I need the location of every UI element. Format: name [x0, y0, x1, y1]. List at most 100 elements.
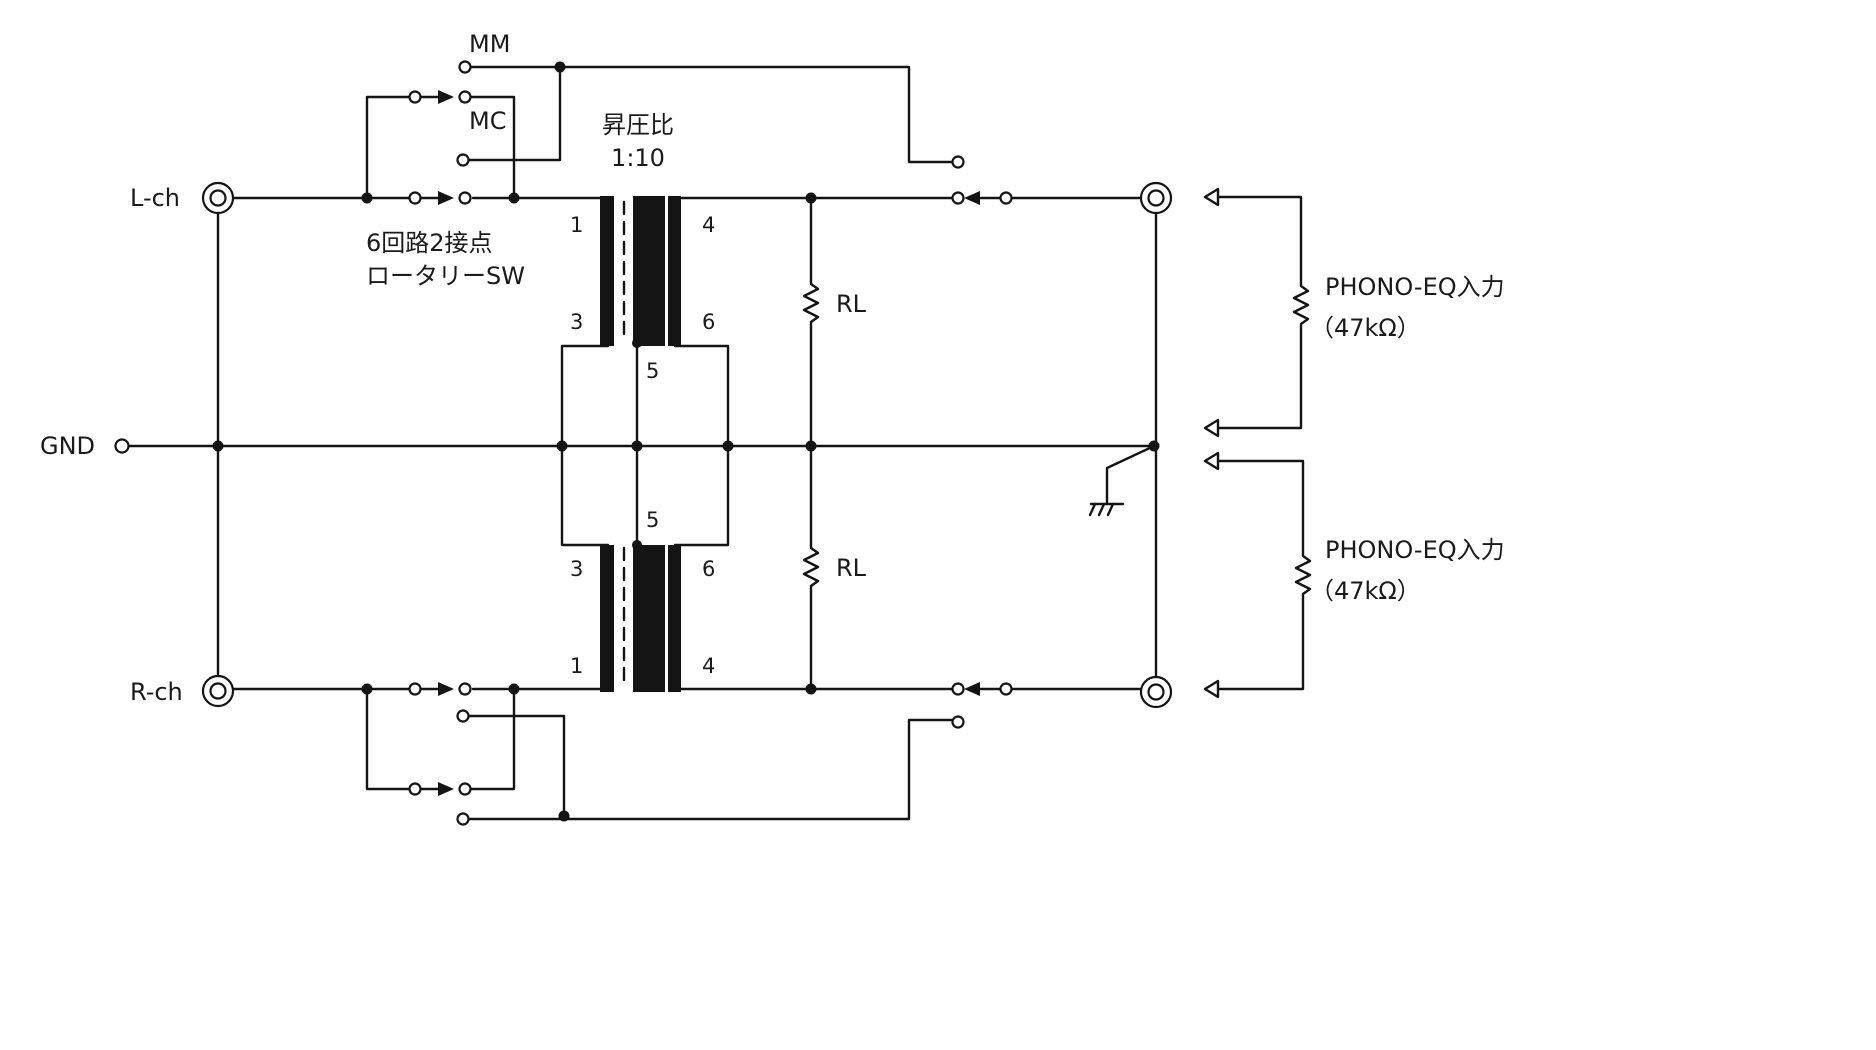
lch-mc-return-wire — [469, 95, 516, 200]
pin-label: 6 — [702, 557, 715, 581]
lch-mm-bus-wire — [463, 65, 958, 164]
switch-contact — [408, 782, 422, 796]
pin-label: 3 — [570, 310, 583, 334]
pin-label: 4 — [702, 654, 715, 678]
switch-label-line1: 6回路2接点 — [366, 229, 493, 257]
mc-label: MC — [469, 107, 506, 135]
junction-dot — [805, 440, 817, 452]
bottom-secondary-high-wire — [673, 444, 730, 547]
lch-output-jack — [1139, 181, 1173, 215]
junction-dot — [805, 683, 817, 695]
switch-contact — [408, 191, 422, 205]
switch-contact — [458, 191, 472, 205]
junction-dot — [361, 192, 373, 204]
rch-mm-bus-wire — [463, 718, 958, 821]
switch-contacts — [408, 60, 1013, 826]
circuit-schematic: MM MC 昇圧比 1:10 L-ch R-ch GND 6回路2接点 ロータリ… — [40, 30, 1505, 826]
labels: MM MC 昇圧比 1:10 L-ch R-ch GND 6回路2接点 ロータリ… — [40, 30, 1505, 706]
switch-contact — [456, 812, 470, 826]
phono-top-load-wire — [1216, 195, 1310, 430]
junction-dot — [631, 440, 643, 452]
bottom-rl-resistor — [802, 546, 820, 588]
jacks — [114, 181, 1220, 709]
top-secondary-winding — [668, 196, 681, 346]
switch-contact-mm-lch — [458, 60, 472, 74]
pin-label: 5 — [646, 508, 659, 532]
pin-label: 5 — [646, 359, 659, 383]
phono-top-label: PHONO-EQ入力 — [1325, 273, 1505, 301]
junction-dot — [554, 61, 566, 73]
pin-label: 4 — [702, 213, 715, 237]
mm-label: MM — [469, 30, 510, 58]
switch-arrow-icon — [964, 191, 980, 205]
switch-arrow-icon — [438, 682, 454, 696]
pin-label: 6 — [702, 310, 715, 334]
junction-dot — [556, 440, 568, 452]
junctions — [212, 61, 1160, 822]
pin-label: 3 — [570, 557, 583, 581]
top-primary-winding — [600, 196, 614, 346]
chassis-ground-wire — [1105, 444, 1156, 506]
top-primary-low-wire — [560, 344, 610, 448]
rch-mc-contact-wire — [463, 714, 566, 818]
bottom-secondary-winding — [668, 545, 681, 692]
gnd-terminal — [114, 438, 130, 454]
top-core — [633, 196, 665, 346]
pin-label: 1 — [570, 654, 583, 678]
lch-mc-bridge-wire — [365, 95, 415, 200]
switch-contact — [408, 90, 422, 104]
lch-label: L-ch — [130, 184, 180, 212]
pin-label: 1 — [570, 213, 583, 237]
switch-arrow-icon — [438, 191, 454, 205]
switch-contact-mc-lch — [456, 153, 470, 167]
bottom-primary-high-wire — [560, 444, 610, 547]
junction-dot — [212, 440, 224, 452]
junction-dot — [558, 810, 570, 822]
phono-input-arrow-icon — [1203, 679, 1220, 699]
phono-bottom-impedance-label: （47kΩ） — [1310, 577, 1421, 605]
gnd-label: GND — [40, 432, 95, 460]
rl-top-label: RL — [836, 290, 867, 318]
junction-dot — [632, 338, 642, 348]
ratio-title-label: 昇圧比 — [602, 111, 674, 139]
rch-label: R-ch — [130, 678, 183, 706]
switch-contact — [408, 682, 422, 696]
top-secondary-low-wire — [673, 344, 730, 448]
switch-contact — [951, 682, 965, 696]
switch-arrow-icon — [438, 782, 454, 796]
switch-arrow-icon — [438, 90, 454, 104]
junction-dot — [508, 683, 520, 695]
rl-bottom-label: RL — [836, 554, 867, 582]
phono-bottom-label: PHONO-EQ入力 — [1325, 536, 1505, 564]
phono-input-arrow-icon — [1203, 418, 1220, 438]
phono-top-impedance-label: （47kΩ） — [1310, 314, 1421, 342]
switch-label-line2: ロータリーSW — [366, 262, 525, 290]
switch-contact — [999, 191, 1013, 205]
rch-input-jack — [201, 674, 235, 708]
junction-dot — [508, 192, 520, 204]
lch-input-jack — [201, 181, 235, 215]
lch-mc-contact-wire — [463, 65, 562, 162]
rch-output-jack — [1139, 675, 1173, 709]
rch-mc-bridge-wire — [365, 687, 415, 791]
switch-contact — [951, 155, 965, 169]
switch-contact — [999, 682, 1013, 696]
switch-contact — [458, 90, 472, 104]
ratio-value-label: 1:10 — [611, 144, 665, 172]
junction-dot — [1148, 440, 1160, 452]
switch-contact — [951, 715, 965, 729]
junction-dot — [361, 683, 373, 695]
junction-dot — [632, 540, 642, 550]
switch-contact — [456, 709, 470, 723]
transformer-top — [600, 196, 681, 346]
switch-contact — [458, 782, 472, 796]
bottom-primary-winding — [600, 545, 614, 692]
top-rl-resistor — [802, 282, 820, 324]
transformer-bottom — [600, 545, 681, 692]
rch-mc-return-wire — [469, 687, 516, 791]
chassis-ground-icon — [1088, 502, 1125, 517]
phono-bottom-load-wire — [1216, 459, 1312, 691]
junction-dot — [722, 440, 734, 452]
junction-dot — [805, 192, 817, 204]
switch-contact — [458, 682, 472, 696]
